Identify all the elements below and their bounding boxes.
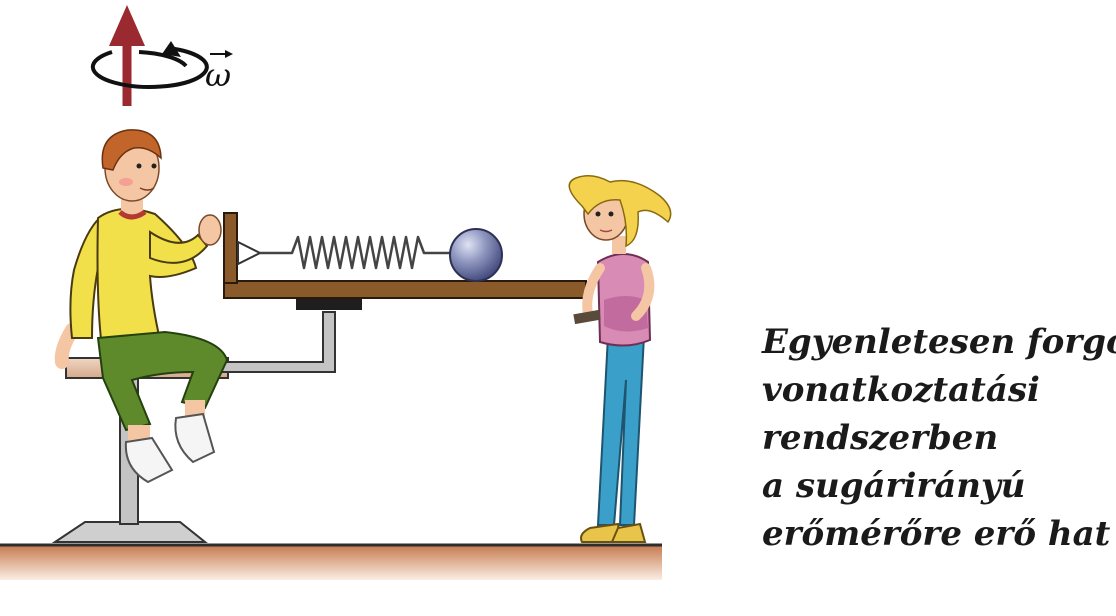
- caption: Egyenletesen forgó vonatkoztatási rendsz…: [762, 318, 1116, 558]
- rotation-direction-icon: [90, 41, 209, 89]
- ball: [449, 228, 503, 282]
- seated-boy: [54, 129, 229, 484]
- caption-line: rendszerben: [762, 418, 999, 458]
- spring-force-meter: [260, 235, 452, 270]
- rotating-table: [223, 212, 587, 299]
- caption-line: a sugárirányú: [762, 466, 1026, 506]
- rotation-axis-arrow: [109, 5, 145, 106]
- standing-girl: [568, 175, 672, 543]
- caption-line: Egyenletesen forgó: [762, 322, 1116, 362]
- caption-line: vonatkoztatási: [762, 370, 1040, 410]
- omega-vector-label: ω: [205, 50, 233, 94]
- caption-line: erőmérőre erő hat: [762, 514, 1111, 554]
- floor: [0, 543, 662, 580]
- svg-text:ω: ω: [205, 56, 231, 94]
